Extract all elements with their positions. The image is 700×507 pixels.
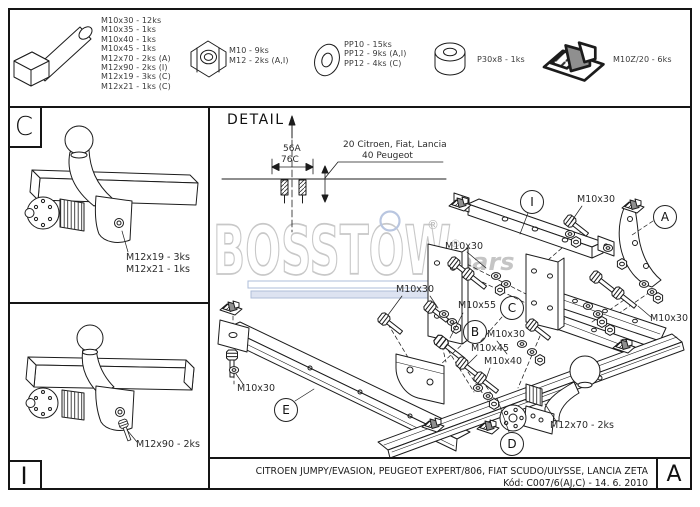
detail-note-line1: 20 Citroen, Fiat, Lancia: [343, 140, 447, 150]
main-exploded-view: [217, 192, 685, 459]
clamp-label: M10Z/20 - 6ks: [613, 55, 672, 64]
label-m10x30: M10x30: [445, 241, 483, 252]
panel-c-part-label: M12x21 - 1ks: [126, 264, 190, 275]
part-e-beam: [217, 319, 471, 452]
bolt-list-item: M10x35 - 1ks: [101, 25, 157, 35]
registered-icon: ®: [450, 237, 461, 250]
divider-revision-box: [656, 457, 658, 490]
divider-panels-ci: [8, 302, 210, 304]
bolt-list-item: M12x90 - 2ks (I): [101, 63, 168, 72]
bush-label: P30x8 - 1ks: [477, 55, 525, 64]
panel-c-drawing: [24, 125, 199, 253]
label-m10x30: M10x30: [577, 194, 615, 205]
label-m10x30: M10x30: [396, 284, 434, 295]
bolt-list-item: M10x45 - 1ks: [101, 44, 157, 54]
washer-list-item: PP12 - 9ks (A,I): [344, 49, 407, 59]
divider-title-block: [208, 457, 692, 459]
label-m10x30: M10x30: [237, 383, 275, 394]
watermark-circle: [379, 210, 401, 232]
callout-c: C: [500, 296, 524, 320]
divider-left-column: [208, 106, 210, 490]
bolt-list-item: M12x21 - 1ks (C): [101, 81, 171, 91]
panel-c-letter: C: [8, 108, 42, 148]
label-m10x30: M10x30: [650, 313, 688, 324]
title-block-code: Kód: C007/6(AJ,C) - 14. 6. 2010: [503, 478, 648, 489]
part-a-arm: [618, 205, 662, 288]
detail-dim-56a: 56A: [283, 144, 301, 154]
title-block-vehicles: CITROEN JUMPY/EVASION, PEUGEOT EXPERT/80…: [255, 466, 648, 477]
registered-icon: ®: [427, 218, 439, 232]
towball-assembly: [499, 355, 601, 435]
nut-list-item: M10 - 9ks: [229, 46, 269, 55]
panel-c-part-label: M12x19 - 3ks: [126, 252, 190, 263]
panel-i-letter: I: [8, 460, 42, 490]
watermark-brand-text: BOSSTOW: [213, 212, 451, 291]
callout-e: E: [274, 398, 298, 422]
washer-list-item: PP12 - 4ks (C): [344, 58, 402, 68]
part-b-bracket: [395, 353, 445, 405]
watermark: BOSSTOW ® ® bars: [212, 210, 515, 299]
detail-drawing: [221, 115, 447, 233]
bolt-list-item: M10x40 - 1ks: [101, 34, 157, 44]
sheet-border: [8, 8, 692, 490]
bolt-list-item: M10x30 - 12ks: [101, 16, 162, 25]
hex-bolt-icon: [13, 26, 93, 87]
label-m12x70: M12x70 - 2ks: [550, 420, 614, 431]
leader-lines: [235, 205, 653, 433]
callout-i: I: [520, 190, 544, 214]
callout-a: A: [653, 205, 677, 229]
revision-letter: A: [666, 461, 682, 487]
panel-i-drawing: [25, 324, 195, 443]
callout-b: B: [463, 320, 487, 344]
detail-title: DETAIL: [227, 112, 285, 128]
label-m10x45: M10x45: [471, 343, 509, 354]
bush-spacer-icon: [434, 42, 466, 76]
hex-nut-icon: [190, 40, 227, 78]
detail-dim-76c: 76C: [281, 155, 299, 165]
panel-i-part-label: M12x90 - 2ks: [136, 439, 200, 450]
line-art: [13, 26, 685, 459]
detail-note-line2: 40 Peugeot: [362, 151, 413, 161]
divider-top-strip: [8, 106, 692, 108]
washer-list-item: PP10 - 15ks: [344, 40, 392, 49]
label-m10x55: M10x55: [458, 300, 496, 311]
label-m10x40: M10x40: [484, 356, 522, 367]
bolt-list-item: M12x19 - 3ks (C): [101, 72, 171, 82]
nut-list-item: M12 - 2ks (A,I): [229, 56, 289, 65]
label-m10x30: M10x30: [487, 329, 525, 340]
callout-d: D: [500, 432, 524, 456]
bolt-list-item: M12x70 - 2ks (A): [101, 53, 171, 63]
flat-washer-icon: [314, 43, 340, 77]
